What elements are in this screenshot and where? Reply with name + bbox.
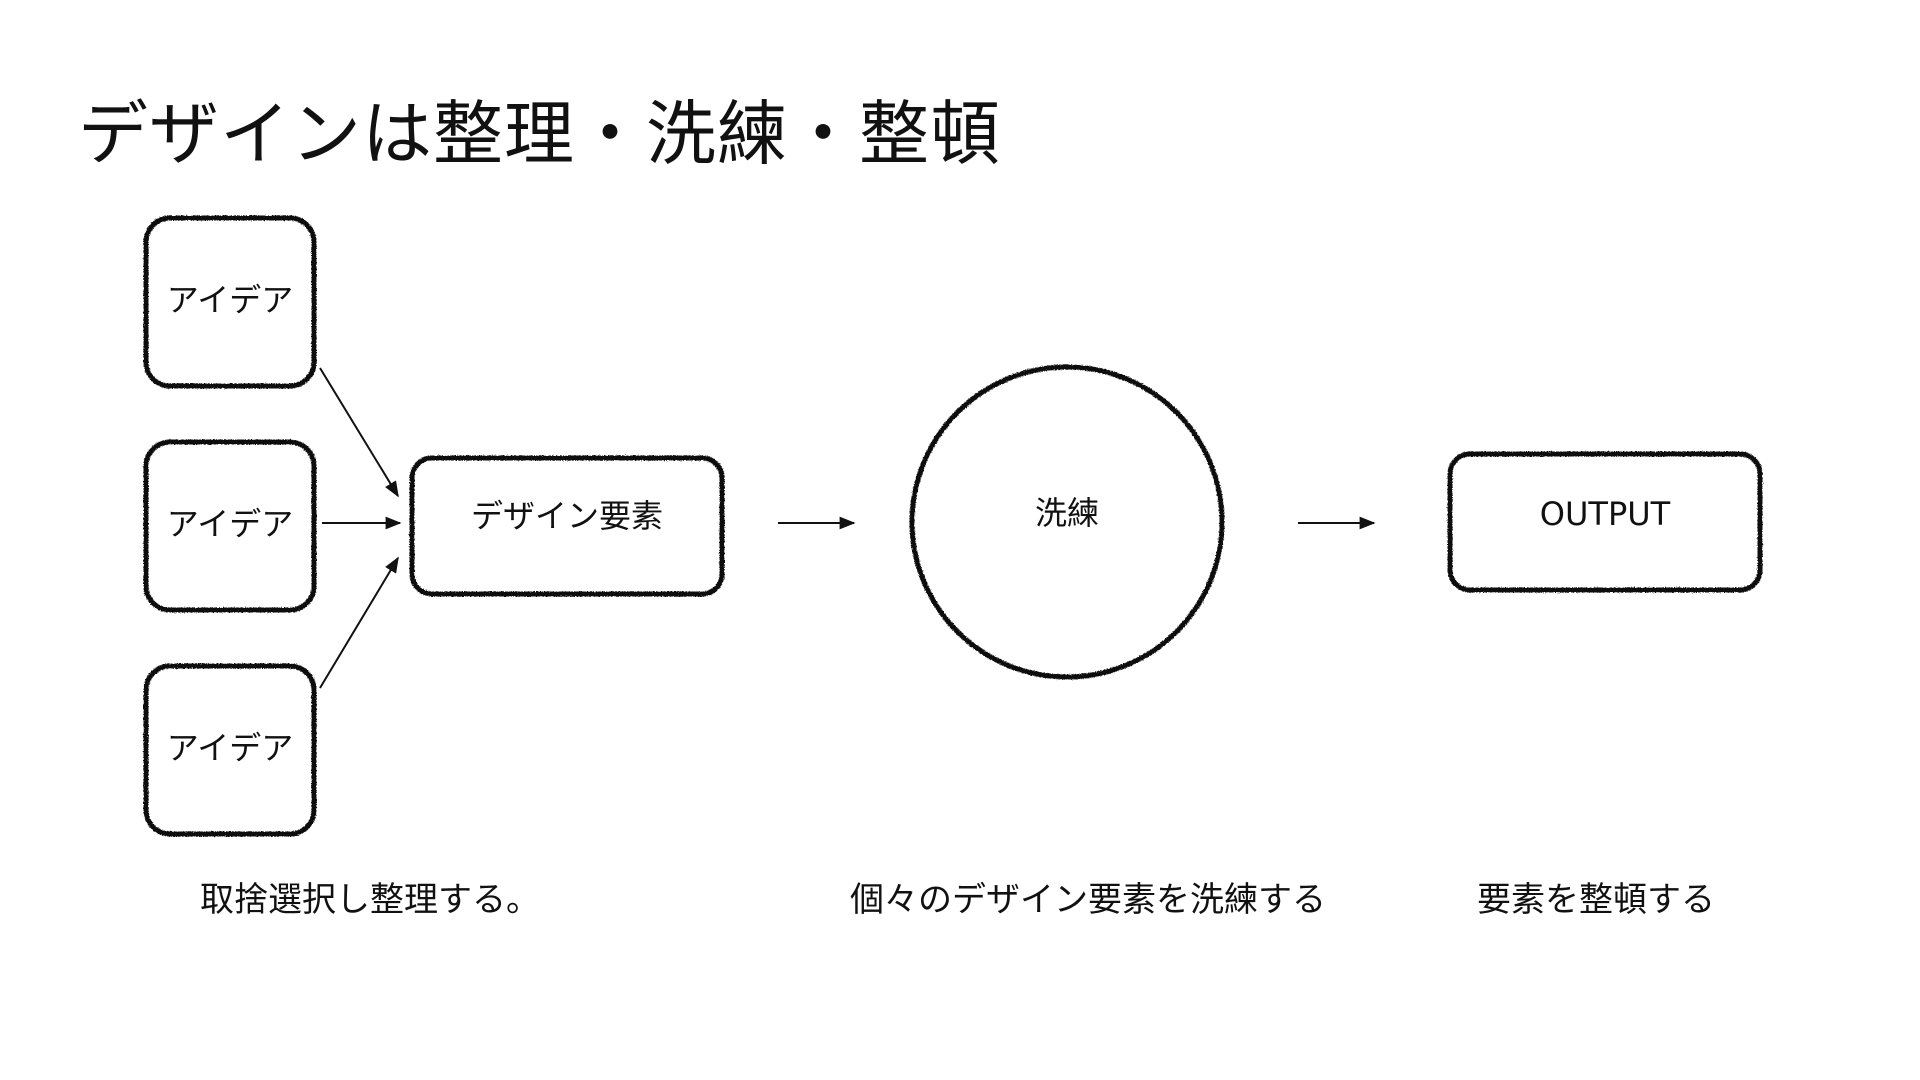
caption-refine: 個々のデザイン要素を洗練する (850, 880, 1326, 920)
design-elements-node: デザイン要素 (409, 455, 725, 597)
arrow-idea-3-to-design-elements (319, 556, 399, 689)
refine-label: 洗練 (1035, 494, 1099, 532)
output-node: OUTPUT (1447, 451, 1763, 593)
refine-node: 洗練 (909, 364, 1225, 680)
idea-node-3-label: アイデア (167, 729, 293, 767)
idea-node-3: アイデア (143, 663, 317, 837)
arrow-idea-1-to-design-elements (319, 367, 399, 498)
output-label: OUTPUT (1540, 495, 1671, 533)
caption-organize: 取捨選択し整理する。 (200, 880, 540, 920)
idea-node-1-label: アイデア (167, 281, 293, 319)
design-elements-label: デザイン要素 (471, 497, 663, 535)
idea-node-2: アイデア (143, 439, 317, 613)
caption-tidy: 要素を整頓する (1477, 880, 1715, 920)
page-title: デザインは整理・洗練・整頓 (78, 93, 1001, 175)
idea-node-2-label: アイデア (167, 505, 293, 543)
idea-node-1: アイデア (143, 215, 317, 389)
